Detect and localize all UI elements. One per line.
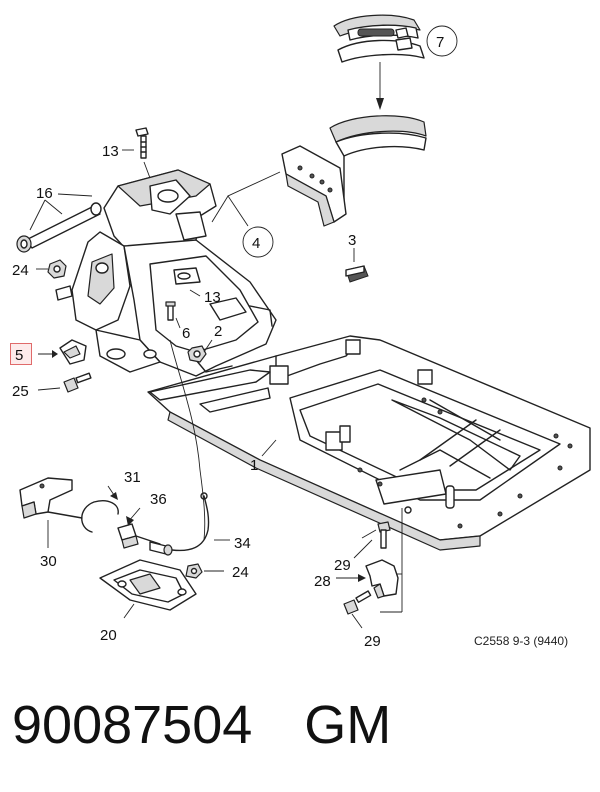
main-frame-1 — [147, 335, 591, 551]
callout-13-lower: 13 — [204, 289, 221, 306]
callout-36: 36 — [150, 491, 167, 508]
snap-ring-31 — [81, 500, 119, 533]
nut-2 — [187, 345, 207, 363]
callout-20: 20 — [100, 627, 117, 644]
callout-circle-4 — [242, 226, 274, 258]
callout-31: 31 — [124, 469, 141, 486]
part-number-line: 90087504 GM — [12, 690, 391, 760]
cable-34 — [149, 495, 210, 556]
highlighted-callout-box — [10, 343, 32, 365]
callout-3: 3 — [348, 232, 356, 249]
part-number: 90087504 — [12, 695, 253, 755]
callout-1: 1 — [250, 457, 258, 474]
slotted-gate-bracket — [281, 145, 347, 227]
shaft-16 — [16, 202, 102, 253]
callout-34: 34 — [234, 535, 251, 552]
bolt-29-lower — [343, 590, 372, 615]
callout-2: 2 — [214, 323, 222, 340]
callout-24-upper: 24 — [12, 262, 29, 279]
callout-24-lower: 24 — [232, 564, 249, 581]
callout-5: 5 — [15, 347, 23, 364]
bolt-13 — [135, 127, 149, 159]
bolt-25 — [63, 372, 92, 393]
gasket-20 — [99, 559, 197, 611]
callout-7: 7 — [436, 34, 444, 51]
plug-3 — [345, 265, 369, 283]
callout-circle-7 — [426, 25, 458, 57]
nut-24-upper — [47, 259, 67, 279]
callout-16: 16 — [36, 185, 53, 202]
callout-6: 6 — [182, 325, 190, 342]
clip-5 — [59, 339, 87, 365]
brand-name: GM — [304, 695, 392, 755]
gate-cover-assembly-7 — [329, 14, 427, 211]
bracket-28 — [365, 508, 403, 613]
bolt-6 — [165, 301, 176, 321]
callout-30: 30 — [40, 553, 57, 570]
diagram-reference-code: C2558 9-3 (9440) — [474, 634, 569, 648]
callout-25: 25 — [12, 383, 29, 400]
callout-28: 28 — [314, 573, 331, 590]
callout-29-lower: 29 — [364, 633, 381, 650]
shifter-housing — [55, 169, 277, 377]
switch-36 — [117, 523, 161, 549]
nut-24-lower — [185, 563, 203, 579]
callout-4: 4 — [252, 235, 260, 252]
bracket-30 — [19, 477, 83, 519]
exploded-parts-diagram: 7 4 — [12, 14, 591, 650]
callout-13-top: 13 — [102, 143, 119, 160]
callout-29-upper: 29 — [334, 557, 351, 574]
bolt-29-upper — [377, 521, 391, 549]
